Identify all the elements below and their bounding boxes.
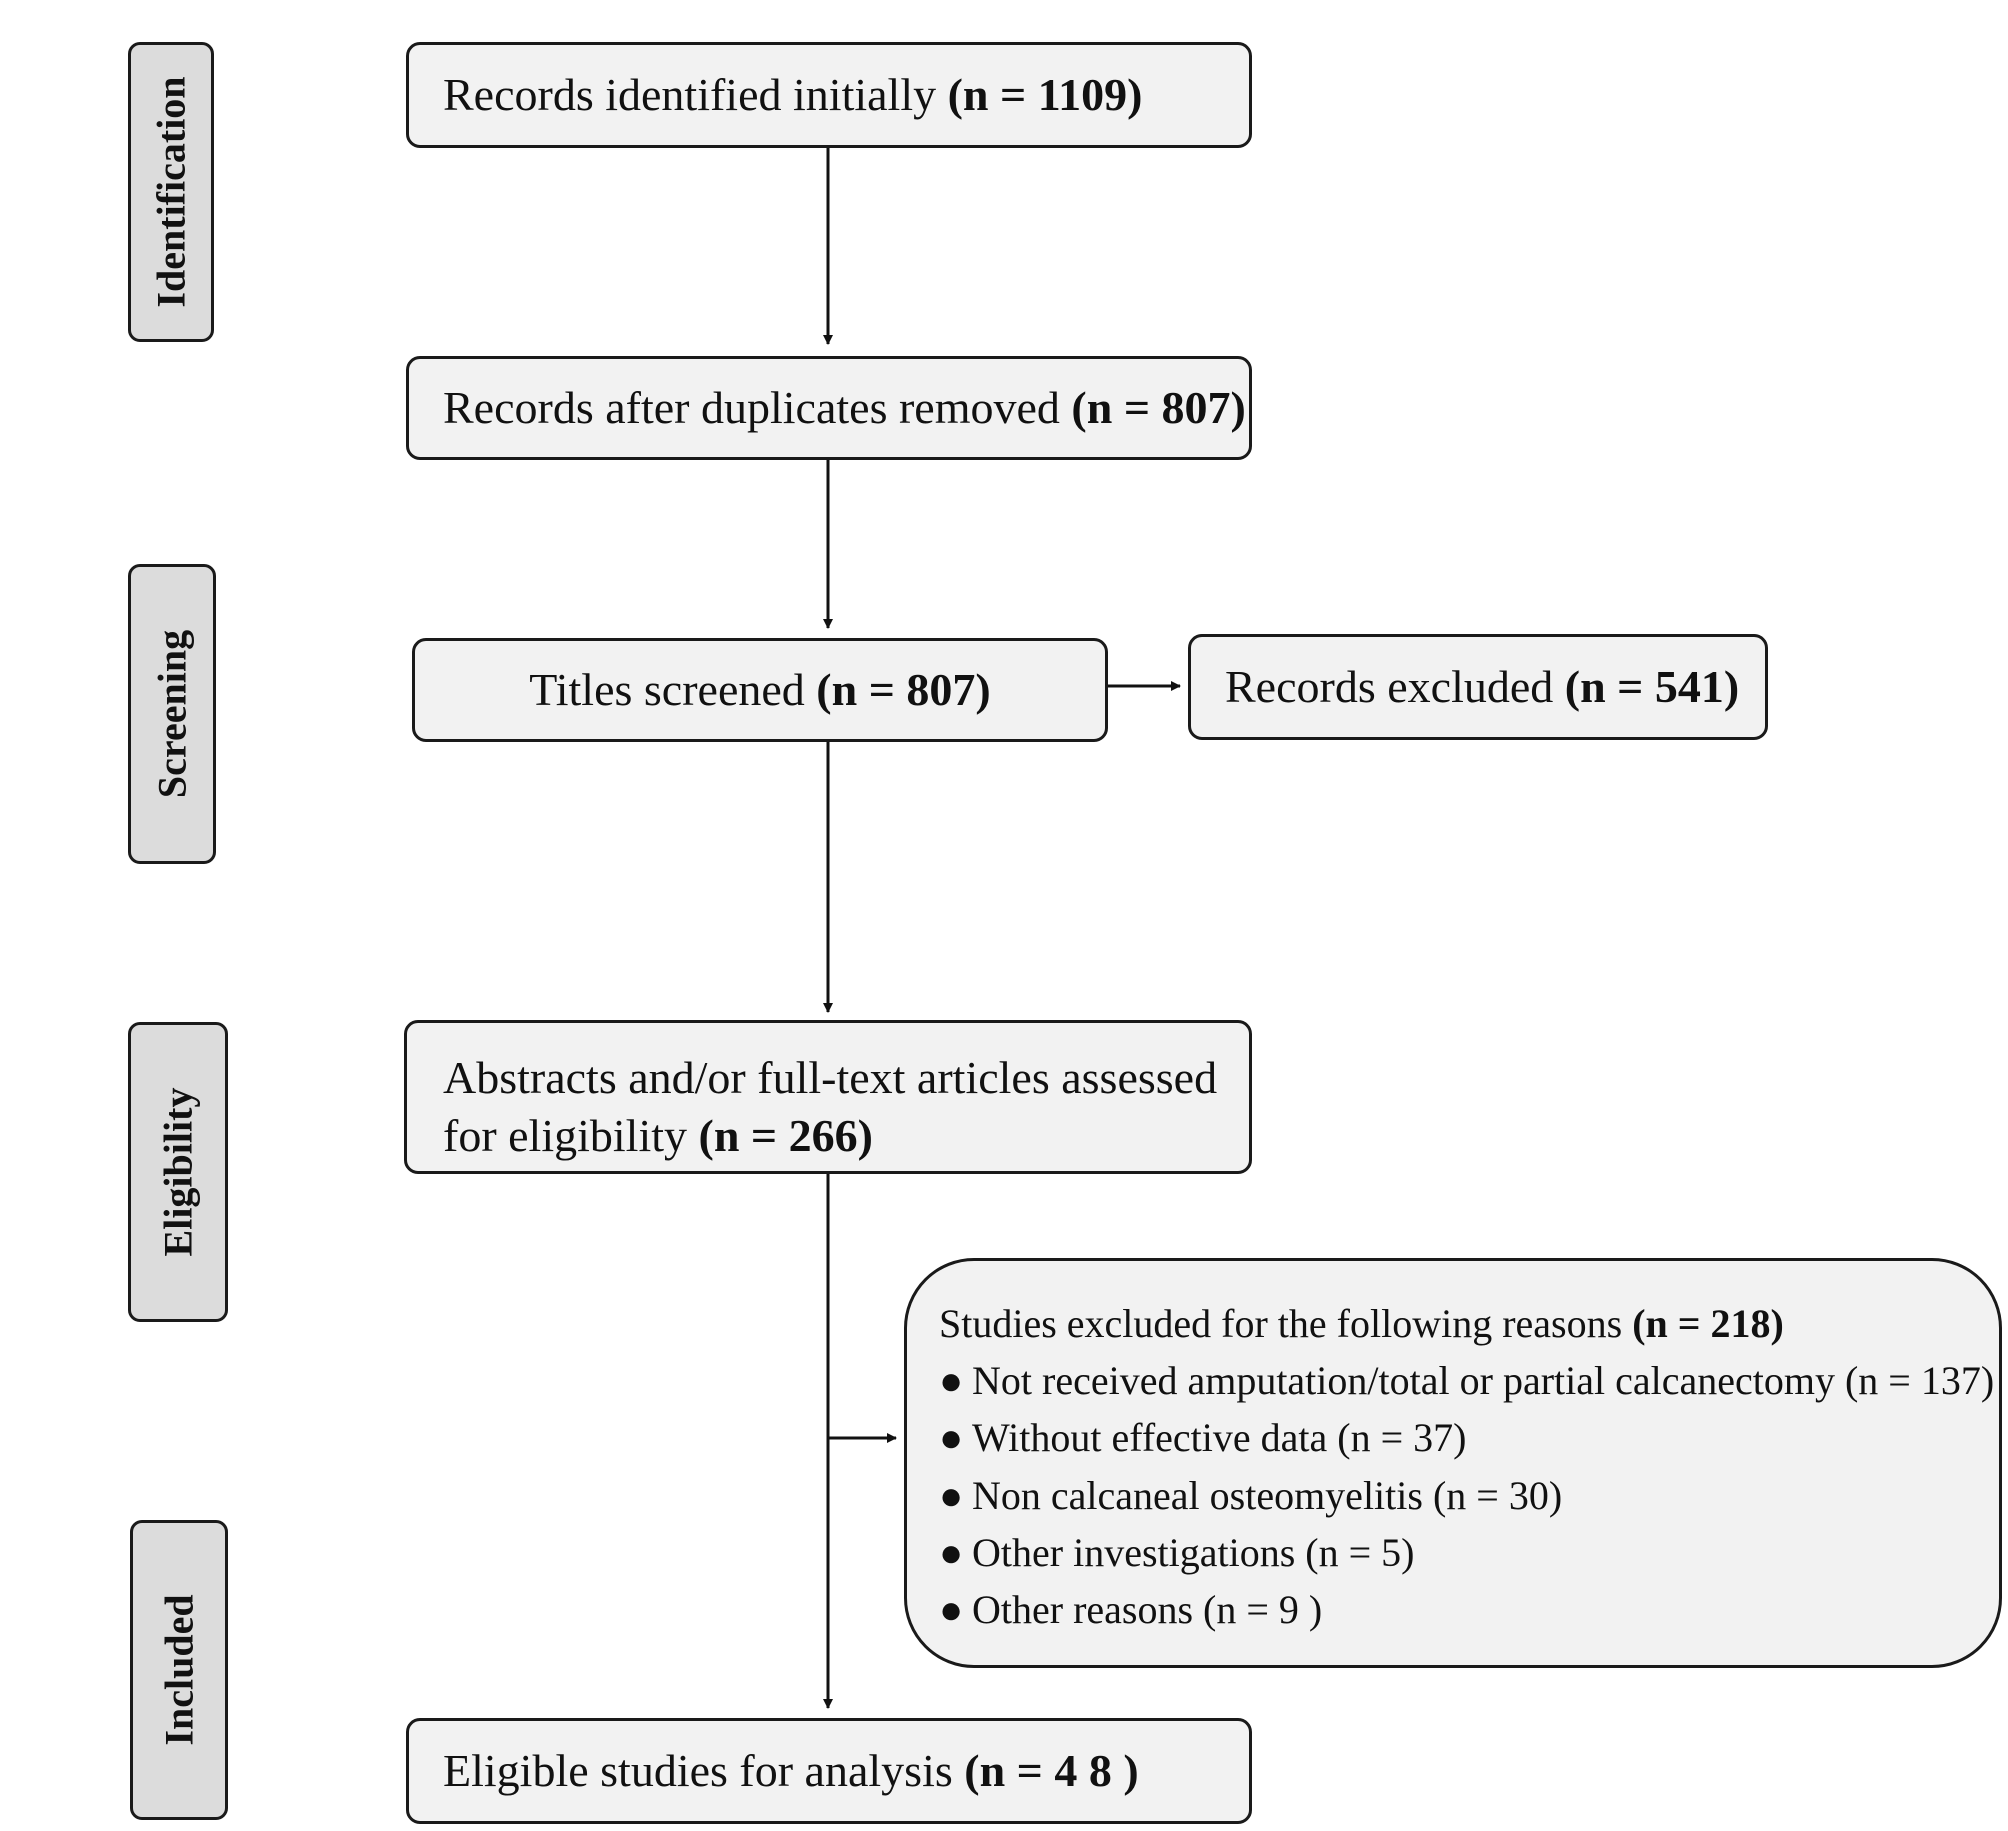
exclusion-reason-text: Other investigations (n = 5) <box>972 1529 1415 1575</box>
abstracts-line-2: for eligibility <box>443 1109 699 1161</box>
box-abstracts-assessed: Abstracts and/or full-text articles asse… <box>404 1020 1252 1174</box>
stage-screening-label: Screening <box>149 629 195 799</box>
stage-identification: Identification <box>128 42 214 342</box>
stage-eligibility-label: Eligibility <box>155 1087 201 1257</box>
records-excluded-count: (n = 541) <box>1564 661 1740 713</box>
box-eligible-studies: Eligible studies for analysis (n = 4 8 ) <box>406 1718 1252 1824</box>
stage-eligibility: Eligibility <box>128 1022 228 1322</box>
box-titles-screened: Titles screened (n = 807) <box>412 638 1108 742</box>
box-records-after-dedup: Records after duplicates removed (n = 80… <box>406 356 1252 460</box>
eligible-studies-count: (n = 4 8 ) <box>964 1745 1139 1797</box>
exclusion-reason: ●Not received amputation/total or partia… <box>939 1352 1999 1409</box>
exclusion-reason: ●Non calcaneal osteomyelitis (n = 30) <box>939 1467 1999 1524</box>
records-excluded-label: Records excluded <box>1225 661 1565 713</box>
exclusion-reason: ●Other investigations (n = 5) <box>939 1524 1999 1581</box>
bullet-icon: ● <box>939 1415 964 1461</box>
box-studies-excluded: Studies excluded for the following reaso… <box>904 1258 2002 1668</box>
eligible-studies-label: Eligible studies for analysis <box>443 1745 965 1797</box>
records-identified-count: (n = 1109) <box>947 69 1143 121</box>
exclusion-reason-text: Other reasons (n = 9 ) <box>972 1586 1323 1632</box>
studies-excluded-title-row: Studies excluded for the following reaso… <box>939 1295 1999 1352</box>
exclusion-reason-text: Without effective data (n = 37) <box>972 1415 1467 1461</box>
box-records-identified: Records identified initially (n = 1109) <box>406 42 1252 148</box>
bullet-icon: ● <box>939 1529 964 1575</box>
records-dedup-label: Records after duplicates removed <box>443 382 1072 434</box>
box-records-excluded: Records excluded (n = 541) <box>1188 634 1768 740</box>
records-dedup-count: (n = 807) <box>1071 382 1246 434</box>
stage-included-label: Included <box>156 1594 202 1746</box>
exclusion-reason-text: Not received amputation/total or partial… <box>972 1358 1995 1404</box>
exclusion-reason: ●Without effective data (n = 37) <box>939 1409 1999 1466</box>
stage-included: Included <box>130 1520 228 1820</box>
abstracts-line-1: Abstracts and/or full-text articles asse… <box>443 1052 1218 1103</box>
bullet-icon: ● <box>939 1358 964 1404</box>
exclusion-reason-text: Non calcaneal osteomyelitis (n = 30) <box>972 1472 1563 1518</box>
bullet-icon: ● <box>939 1586 964 1632</box>
bullet-icon: ● <box>939 1472 964 1518</box>
studies-excluded-count: (n = 218) <box>1632 1301 1784 1346</box>
stage-screening: Screening <box>128 564 216 864</box>
stage-identification-label: Identification <box>148 76 194 308</box>
titles-screened-label: Titles screened <box>529 664 817 716</box>
records-identified-label: Records identified initially <box>443 69 948 121</box>
abstracts-count: (n = 266) <box>698 1109 873 1161</box>
titles-screened-count: (n = 807) <box>816 664 991 716</box>
studies-excluded-title: Studies excluded for the following reaso… <box>939 1301 1633 1346</box>
exclusion-reason: ●Other reasons (n = 9 ) <box>939 1581 1999 1638</box>
